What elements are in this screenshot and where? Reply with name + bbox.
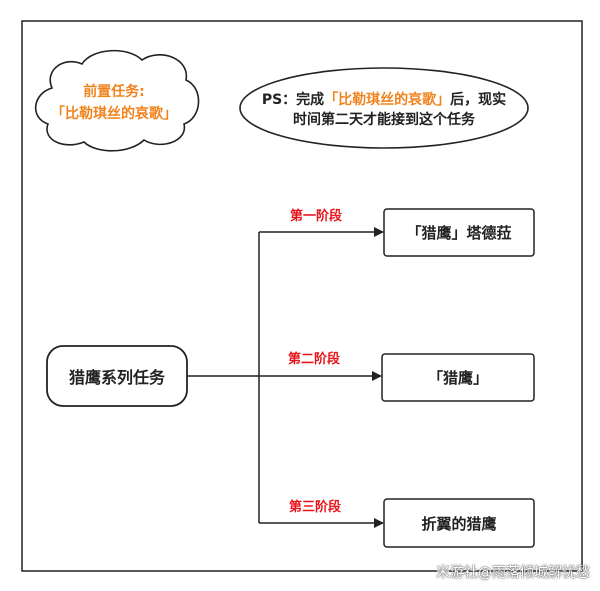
- stage-2-label: 第二阶段: [288, 351, 340, 367]
- stage-1-label: 第一阶段: [290, 208, 342, 224]
- stage-3-task-name: 折翼的猎鹰: [421, 515, 496, 533]
- stage-3-label: 第三阶段: [289, 499, 341, 515]
- diagram-frame: [21, 20, 583, 572]
- prerequisite-cloud: [34, 49, 200, 152]
- ps-note-bubble: [239, 67, 529, 149]
- prerequisite-quest-name: 「比勒琪丝的哀歌」: [51, 105, 177, 122]
- stage-1-task-box: [383, 208, 535, 257]
- ps-note-line1: PS：完成「比勒琪丝的哀歌」后，现实: [262, 91, 506, 108]
- ps-note-line2: 时间第二天才能接到这个任务: [293, 111, 476, 128]
- stage-3-task-box: [383, 498, 535, 548]
- stage-2-task-box: [381, 353, 535, 402]
- root-node-label: 猎鹰系列任务: [69, 368, 166, 387]
- stage-2-task-name: 「猎鹰」: [428, 369, 488, 387]
- watermark: 米游社@雨落倾城解忧愁: [436, 565, 590, 581]
- stage-1-task-name: 「猎鹰」塔德菈: [406, 224, 511, 242]
- prerequisite-label: 前置任务:: [83, 83, 145, 100]
